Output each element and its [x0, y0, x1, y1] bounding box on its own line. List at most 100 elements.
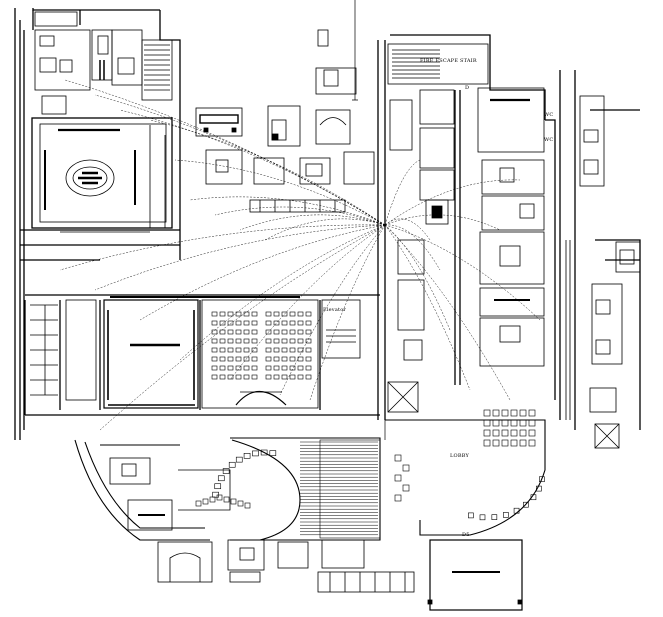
- wire: [264, 218, 386, 241]
- seat: [243, 374, 250, 380]
- seat: [519, 429, 527, 437]
- wire: [149, 119, 386, 226]
- seat: [483, 409, 491, 417]
- seat: [273, 320, 280, 326]
- seat: [222, 468, 230, 474]
- seat: [265, 365, 272, 371]
- seat: [513, 507, 520, 514]
- seat: [227, 311, 234, 317]
- wire: [64, 79, 386, 226]
- seat: [483, 439, 491, 447]
- wire: [174, 159, 386, 226]
- seat: [528, 429, 536, 437]
- seat: [402, 464, 410, 472]
- seat: [281, 365, 288, 371]
- seat: [523, 501, 529, 508]
- bottom-details: [157, 539, 415, 593]
- seat: [289, 374, 296, 380]
- wire: [384, 179, 521, 226]
- seat: [503, 512, 509, 518]
- seat: [289, 329, 296, 335]
- seat: [305, 356, 312, 362]
- seat: [501, 409, 509, 417]
- seat: [243, 347, 250, 353]
- seat: [251, 338, 258, 344]
- lobby-label: LOBBY: [450, 453, 469, 459]
- seat: [227, 338, 234, 344]
- wire: [189, 196, 386, 226]
- seat: [251, 329, 258, 335]
- wire: [94, 224, 386, 291]
- seat: [211, 338, 218, 344]
- seat: [281, 356, 288, 362]
- seat: [289, 338, 296, 344]
- seat: [235, 365, 242, 371]
- seat: [510, 429, 518, 437]
- seat: [273, 356, 280, 362]
- seat: [223, 496, 230, 503]
- auditorium-stage: [201, 299, 319, 409]
- auditorium-seating: [211, 311, 312, 380]
- seat: [235, 320, 242, 326]
- seat: [260, 449, 268, 456]
- seat: [305, 329, 312, 335]
- seat: [211, 374, 218, 380]
- seat: [519, 409, 527, 417]
- seat: [273, 365, 280, 371]
- seat: [491, 514, 498, 520]
- bleacher-steps: [300, 441, 378, 536]
- seat: [211, 365, 218, 371]
- shaft-lines: [352, 0, 386, 440]
- seat: [297, 374, 304, 380]
- seat: [243, 365, 250, 371]
- seat: [243, 338, 250, 344]
- seat: [227, 320, 234, 326]
- seat: [483, 419, 491, 427]
- seat: [305, 347, 312, 353]
- seat: [510, 409, 518, 417]
- seat: [228, 461, 236, 468]
- seat: [297, 329, 304, 335]
- seat: [501, 439, 509, 447]
- seat: [519, 439, 527, 447]
- seat: [402, 484, 410, 492]
- seat: [528, 439, 536, 447]
- seat: [297, 338, 304, 344]
- lobby-seating: [394, 409, 545, 521]
- door-d5-label: D5: [462, 532, 470, 538]
- seat: [305, 320, 312, 326]
- wire: [119, 109, 386, 226]
- seat: [265, 347, 272, 353]
- seat: [219, 374, 226, 380]
- seat: [265, 338, 272, 344]
- seat: [273, 347, 280, 353]
- seat: [243, 311, 250, 317]
- curved-seating: [195, 449, 277, 509]
- seat: [530, 494, 537, 501]
- seat: [219, 338, 226, 344]
- seat: [227, 347, 234, 353]
- seat: [252, 450, 259, 457]
- seat: [209, 496, 216, 503]
- seat: [202, 498, 209, 505]
- seat: [468, 512, 474, 519]
- seat: [212, 491, 219, 498]
- far-right-rooms: [565, 95, 641, 449]
- seat: [281, 329, 288, 335]
- right-top-offices: [387, 43, 545, 413]
- seat: [235, 329, 242, 335]
- seat: [528, 409, 536, 417]
- seat: [297, 347, 304, 353]
- wire: [59, 224, 386, 271]
- seat: [273, 329, 280, 335]
- seat: [219, 365, 226, 371]
- seat: [289, 347, 296, 353]
- seat: [265, 356, 272, 362]
- seat: [216, 494, 223, 501]
- seat: [297, 320, 304, 326]
- seat: [219, 320, 226, 326]
- seat: [251, 365, 258, 371]
- seat: [219, 329, 226, 335]
- seat: [394, 454, 402, 462]
